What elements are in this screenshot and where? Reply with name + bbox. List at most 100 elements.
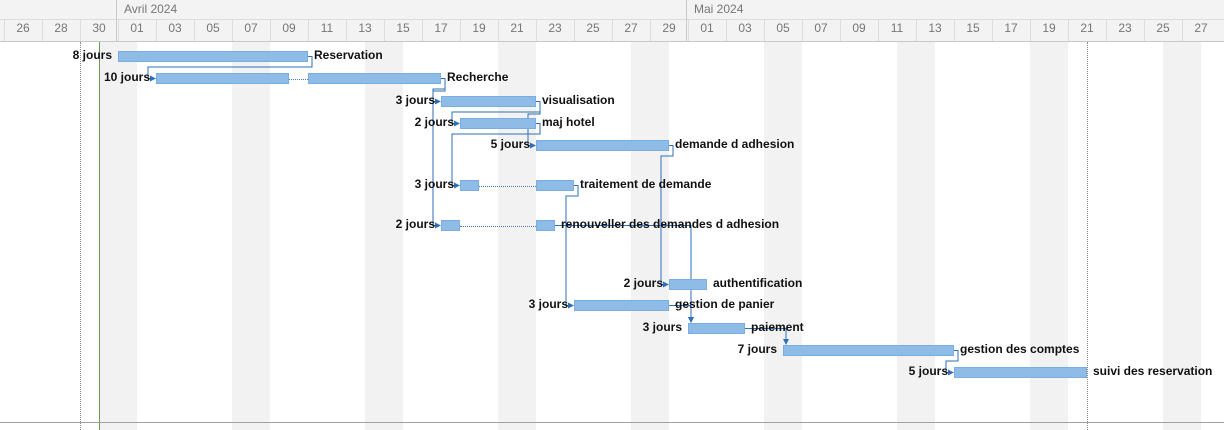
task-duration: 3 jours bbox=[414, 177, 454, 191]
day-separator bbox=[764, 20, 765, 41]
day-separator bbox=[1182, 20, 1183, 41]
dependency-link bbox=[527, 101, 541, 149]
task-duration: 2 jours bbox=[414, 115, 454, 129]
weekend-column bbox=[99, 42, 137, 430]
day-label: 07 bbox=[814, 21, 828, 35]
day-label: 13 bbox=[928, 21, 942, 35]
task-bar[interactable] bbox=[536, 180, 574, 191]
day-separator bbox=[916, 20, 917, 41]
task-name: authentification bbox=[713, 276, 803, 290]
dependency-link bbox=[451, 123, 541, 189]
task-bar[interactable] bbox=[308, 73, 441, 84]
dependency-link bbox=[565, 185, 579, 309]
day-separator bbox=[346, 20, 347, 41]
day-separator bbox=[422, 20, 423, 41]
day-label: 25 bbox=[586, 21, 600, 35]
day-separator bbox=[4, 20, 5, 41]
day-separator bbox=[42, 20, 43, 41]
dependency-link bbox=[669, 305, 694, 323]
day-separator bbox=[156, 20, 157, 41]
task-bar[interactable] bbox=[574, 300, 669, 311]
task-name: gestion des comptes bbox=[960, 342, 1080, 356]
day-separator bbox=[80, 20, 81, 41]
task-bar[interactable] bbox=[441, 220, 460, 231]
task-bar[interactable] bbox=[536, 140, 669, 151]
day-separator bbox=[992, 20, 993, 41]
task-duration: 5 jours bbox=[490, 137, 530, 151]
day-label: 27 bbox=[624, 21, 638, 35]
weekend-column bbox=[365, 42, 403, 430]
chart-bottom-border bbox=[0, 422, 1224, 423]
task-name: traitement de demande bbox=[580, 177, 712, 191]
task-name: gestion de panier bbox=[675, 297, 775, 311]
day-separator bbox=[726, 20, 727, 41]
task-duration: 7 jours bbox=[737, 342, 777, 356]
day-label: 17 bbox=[434, 21, 448, 35]
day-label: 07 bbox=[244, 21, 258, 35]
day-separator bbox=[384, 20, 385, 41]
day-label: 23 bbox=[1118, 21, 1132, 35]
day-label: 03 bbox=[168, 21, 182, 35]
dependency-link bbox=[745, 328, 789, 345]
dependency-link bbox=[660, 145, 674, 288]
task-bar[interactable] bbox=[954, 367, 1087, 378]
day-separator bbox=[1106, 20, 1107, 41]
month-label: Avril 2024 bbox=[124, 2, 178, 16]
task-name: maj hotel bbox=[542, 115, 595, 129]
day-label: 26 bbox=[16, 21, 30, 35]
dependency-link bbox=[147, 56, 313, 82]
day-separator bbox=[840, 20, 841, 41]
day-separator bbox=[118, 20, 119, 41]
day-separator bbox=[1068, 20, 1069, 41]
task-duration: 3 jours bbox=[528, 297, 568, 311]
task-bar[interactable] bbox=[460, 118, 536, 129]
task-bar[interactable] bbox=[441, 96, 536, 107]
task-bar[interactable] bbox=[783, 345, 954, 356]
task-bar[interactable] bbox=[669, 279, 707, 290]
task-bar[interactable] bbox=[118, 51, 308, 62]
month-separator bbox=[686, 0, 687, 41]
task-duration: 3 jours bbox=[395, 93, 435, 107]
task-bar[interactable] bbox=[688, 323, 745, 334]
task-name: Recherche bbox=[447, 70, 509, 84]
task-name: paiement bbox=[751, 320, 804, 334]
day-label: 17 bbox=[1004, 21, 1018, 35]
day-label: 23 bbox=[548, 21, 562, 35]
day-label: 29 bbox=[662, 21, 676, 35]
day-label: 01 bbox=[130, 21, 144, 35]
task-split bbox=[460, 226, 536, 227]
task-name: visualisation bbox=[542, 93, 615, 107]
day-label: 05 bbox=[206, 21, 220, 35]
weekend-column bbox=[631, 42, 669, 430]
day-separator bbox=[688, 20, 689, 41]
day-label: 09 bbox=[282, 21, 296, 35]
day-separator bbox=[460, 20, 461, 41]
day-separator bbox=[1030, 20, 1031, 41]
day-separator bbox=[536, 20, 537, 41]
task-duration: 3 jours bbox=[642, 320, 682, 334]
day-label: 27 bbox=[1194, 21, 1208, 35]
day-separator bbox=[878, 20, 879, 41]
day-separator bbox=[612, 20, 613, 41]
day-separator bbox=[270, 20, 271, 41]
task-duration: 10 jours bbox=[103, 70, 150, 84]
day-label: 01 bbox=[700, 21, 714, 35]
day-label: 03 bbox=[738, 21, 752, 35]
weekend-column bbox=[897, 42, 935, 430]
task-bar[interactable] bbox=[460, 180, 479, 191]
day-label: 09 bbox=[852, 21, 866, 35]
day-label: 13 bbox=[358, 21, 372, 35]
task-bar[interactable] bbox=[156, 73, 289, 84]
day-separator bbox=[802, 20, 803, 41]
day-separator bbox=[954, 20, 955, 41]
task-bar[interactable] bbox=[536, 220, 555, 231]
dependency-link bbox=[945, 350, 959, 376]
day-label: 11 bbox=[890, 21, 904, 35]
month-label: Mai 2024 bbox=[694, 2, 744, 16]
day-label: 11 bbox=[320, 21, 334, 35]
day-separator bbox=[650, 20, 651, 41]
task-name: demande d adhesion bbox=[675, 137, 795, 151]
